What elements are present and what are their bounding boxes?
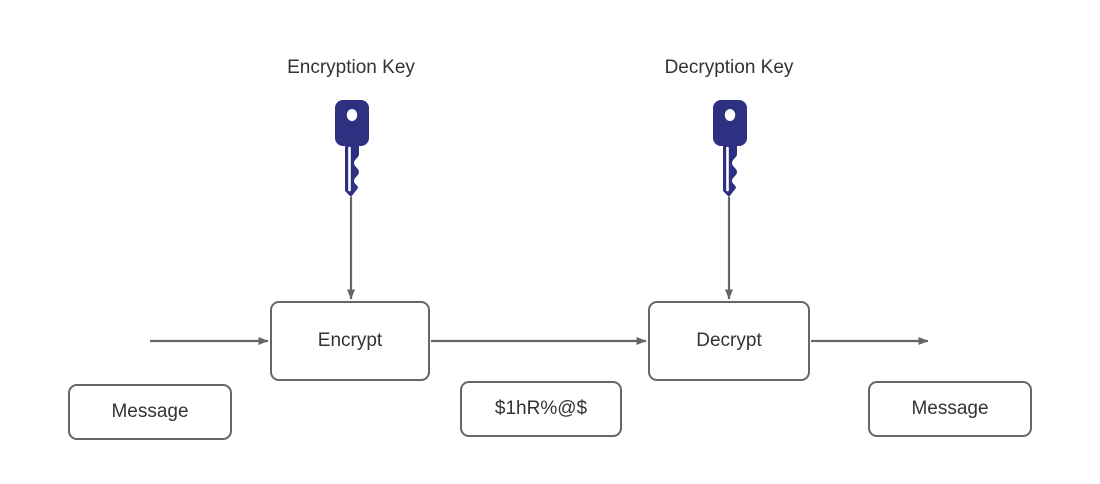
- message-input-box[interactable]: [68, 384, 232, 440]
- key-icon: [713, 100, 747, 197]
- decryption-key-caption: Decryption Key: [664, 57, 794, 78]
- message-output-box[interactable]: [868, 381, 1032, 437]
- decrypt-box[interactable]: [648, 301, 810, 381]
- encryption-key-caption: Encryption Key: [287, 57, 415, 78]
- ciphertext-box[interactable]: [460, 381, 622, 437]
- encrypt-box[interactable]: [270, 301, 430, 381]
- key-icon: [335, 100, 369, 197]
